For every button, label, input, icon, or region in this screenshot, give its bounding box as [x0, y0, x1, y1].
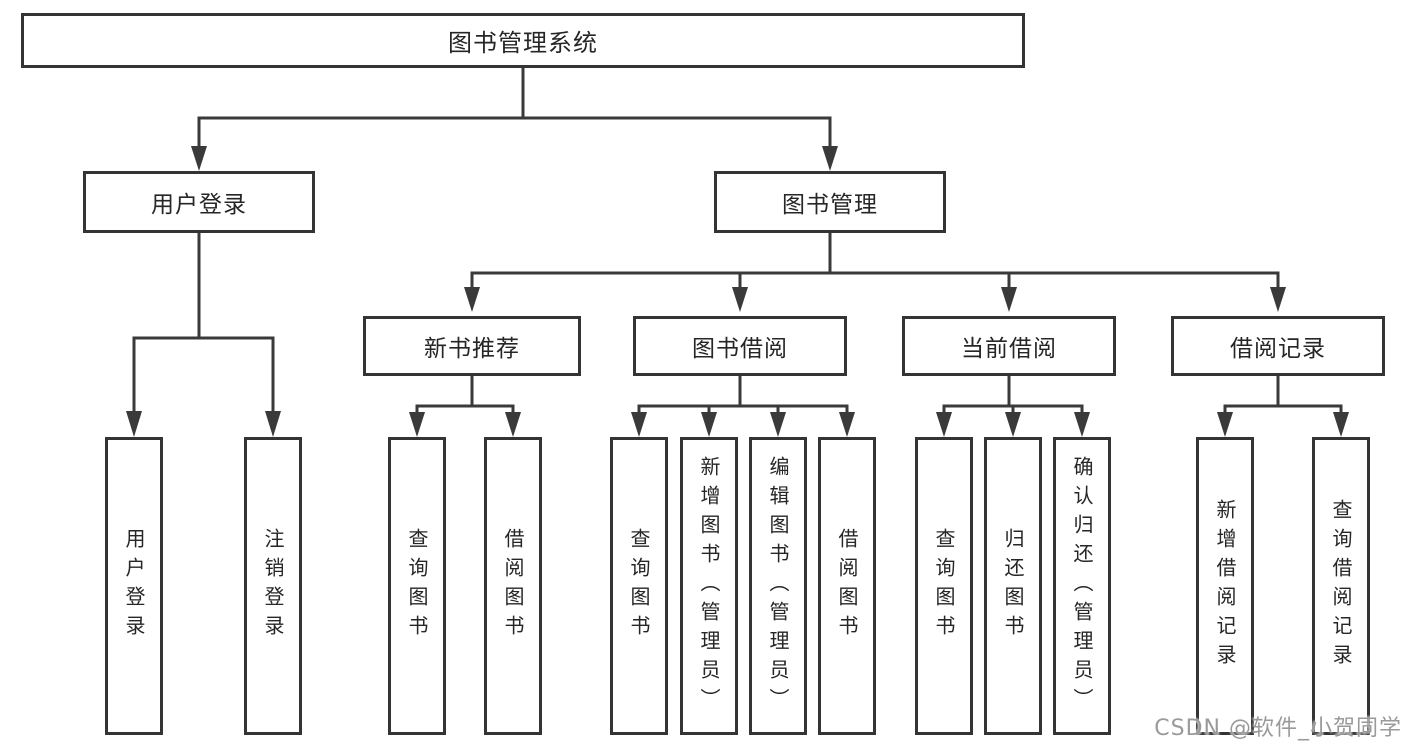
node-label: 查询图书	[627, 528, 651, 644]
leaf-add-borrow-record: 新增借阅记录	[1196, 437, 1254, 735]
node-label: 图书借阅	[692, 336, 788, 362]
leaf-user-login: 用户登录	[105, 437, 163, 735]
leaf-add-book-admin: 新增图书（管理员）	[680, 437, 738, 735]
node-book-management: 图书管理	[714, 171, 946, 233]
node-user-login: 用户登录	[83, 171, 315, 233]
node-label: 用户登录	[122, 528, 146, 644]
node-label: 借阅记录	[1230, 336, 1326, 362]
node-label: 查询图书	[405, 528, 429, 644]
leaf-return-book: 归还图书	[984, 437, 1042, 735]
node-label: 查询借阅记录	[1329, 499, 1353, 673]
leaf-query-borrow-record: 查询借阅记录	[1312, 437, 1370, 735]
node-label: 新书推荐	[424, 336, 520, 362]
node-root-system: 图书管理系统	[21, 13, 1025, 68]
leaf-edit-book-admin: 编辑图书（管理员）	[749, 437, 807, 735]
node-label: 归还图书	[1001, 528, 1025, 644]
node-label: 注销登录	[261, 528, 285, 644]
node-label: 图书管理系统	[448, 29, 598, 57]
leaf-logout: 注销登录	[244, 437, 302, 735]
node-new-book-recommend: 新书推荐	[363, 316, 581, 376]
node-label: 查询图书	[932, 528, 956, 644]
node-label: 当前借阅	[961, 336, 1057, 362]
node-label: 编辑图书（管理员）	[766, 455, 790, 717]
node-borrowing-records: 借阅记录	[1171, 316, 1385, 376]
leaf-query-books: 查询图书	[388, 437, 446, 735]
node-book-borrowing: 图书借阅	[633, 316, 847, 376]
node-label: 新增借阅记录	[1213, 499, 1237, 673]
csdn-watermark: CSDN @软件_小贺同学	[1154, 716, 1402, 741]
node-label: 用户登录	[151, 192, 247, 218]
leaf-borrow-books-2: 借阅图书	[818, 437, 876, 735]
leaf-borrow-books: 借阅图书	[484, 437, 542, 735]
node-label: 确认归还（管理员）	[1070, 455, 1094, 717]
leaf-confirm-return-admin: 确认归还（管理员）	[1053, 437, 1111, 735]
node-label: 借阅图书	[835, 528, 859, 644]
node-label: 借阅图书	[501, 528, 525, 644]
leaf-query-books-3: 查询图书	[915, 437, 973, 735]
node-label: 新增图书（管理员）	[697, 455, 721, 717]
leaf-query-books-2: 查询图书	[610, 437, 668, 735]
node-label: 图书管理	[782, 192, 878, 218]
node-current-borrowing: 当前借阅	[902, 316, 1116, 376]
